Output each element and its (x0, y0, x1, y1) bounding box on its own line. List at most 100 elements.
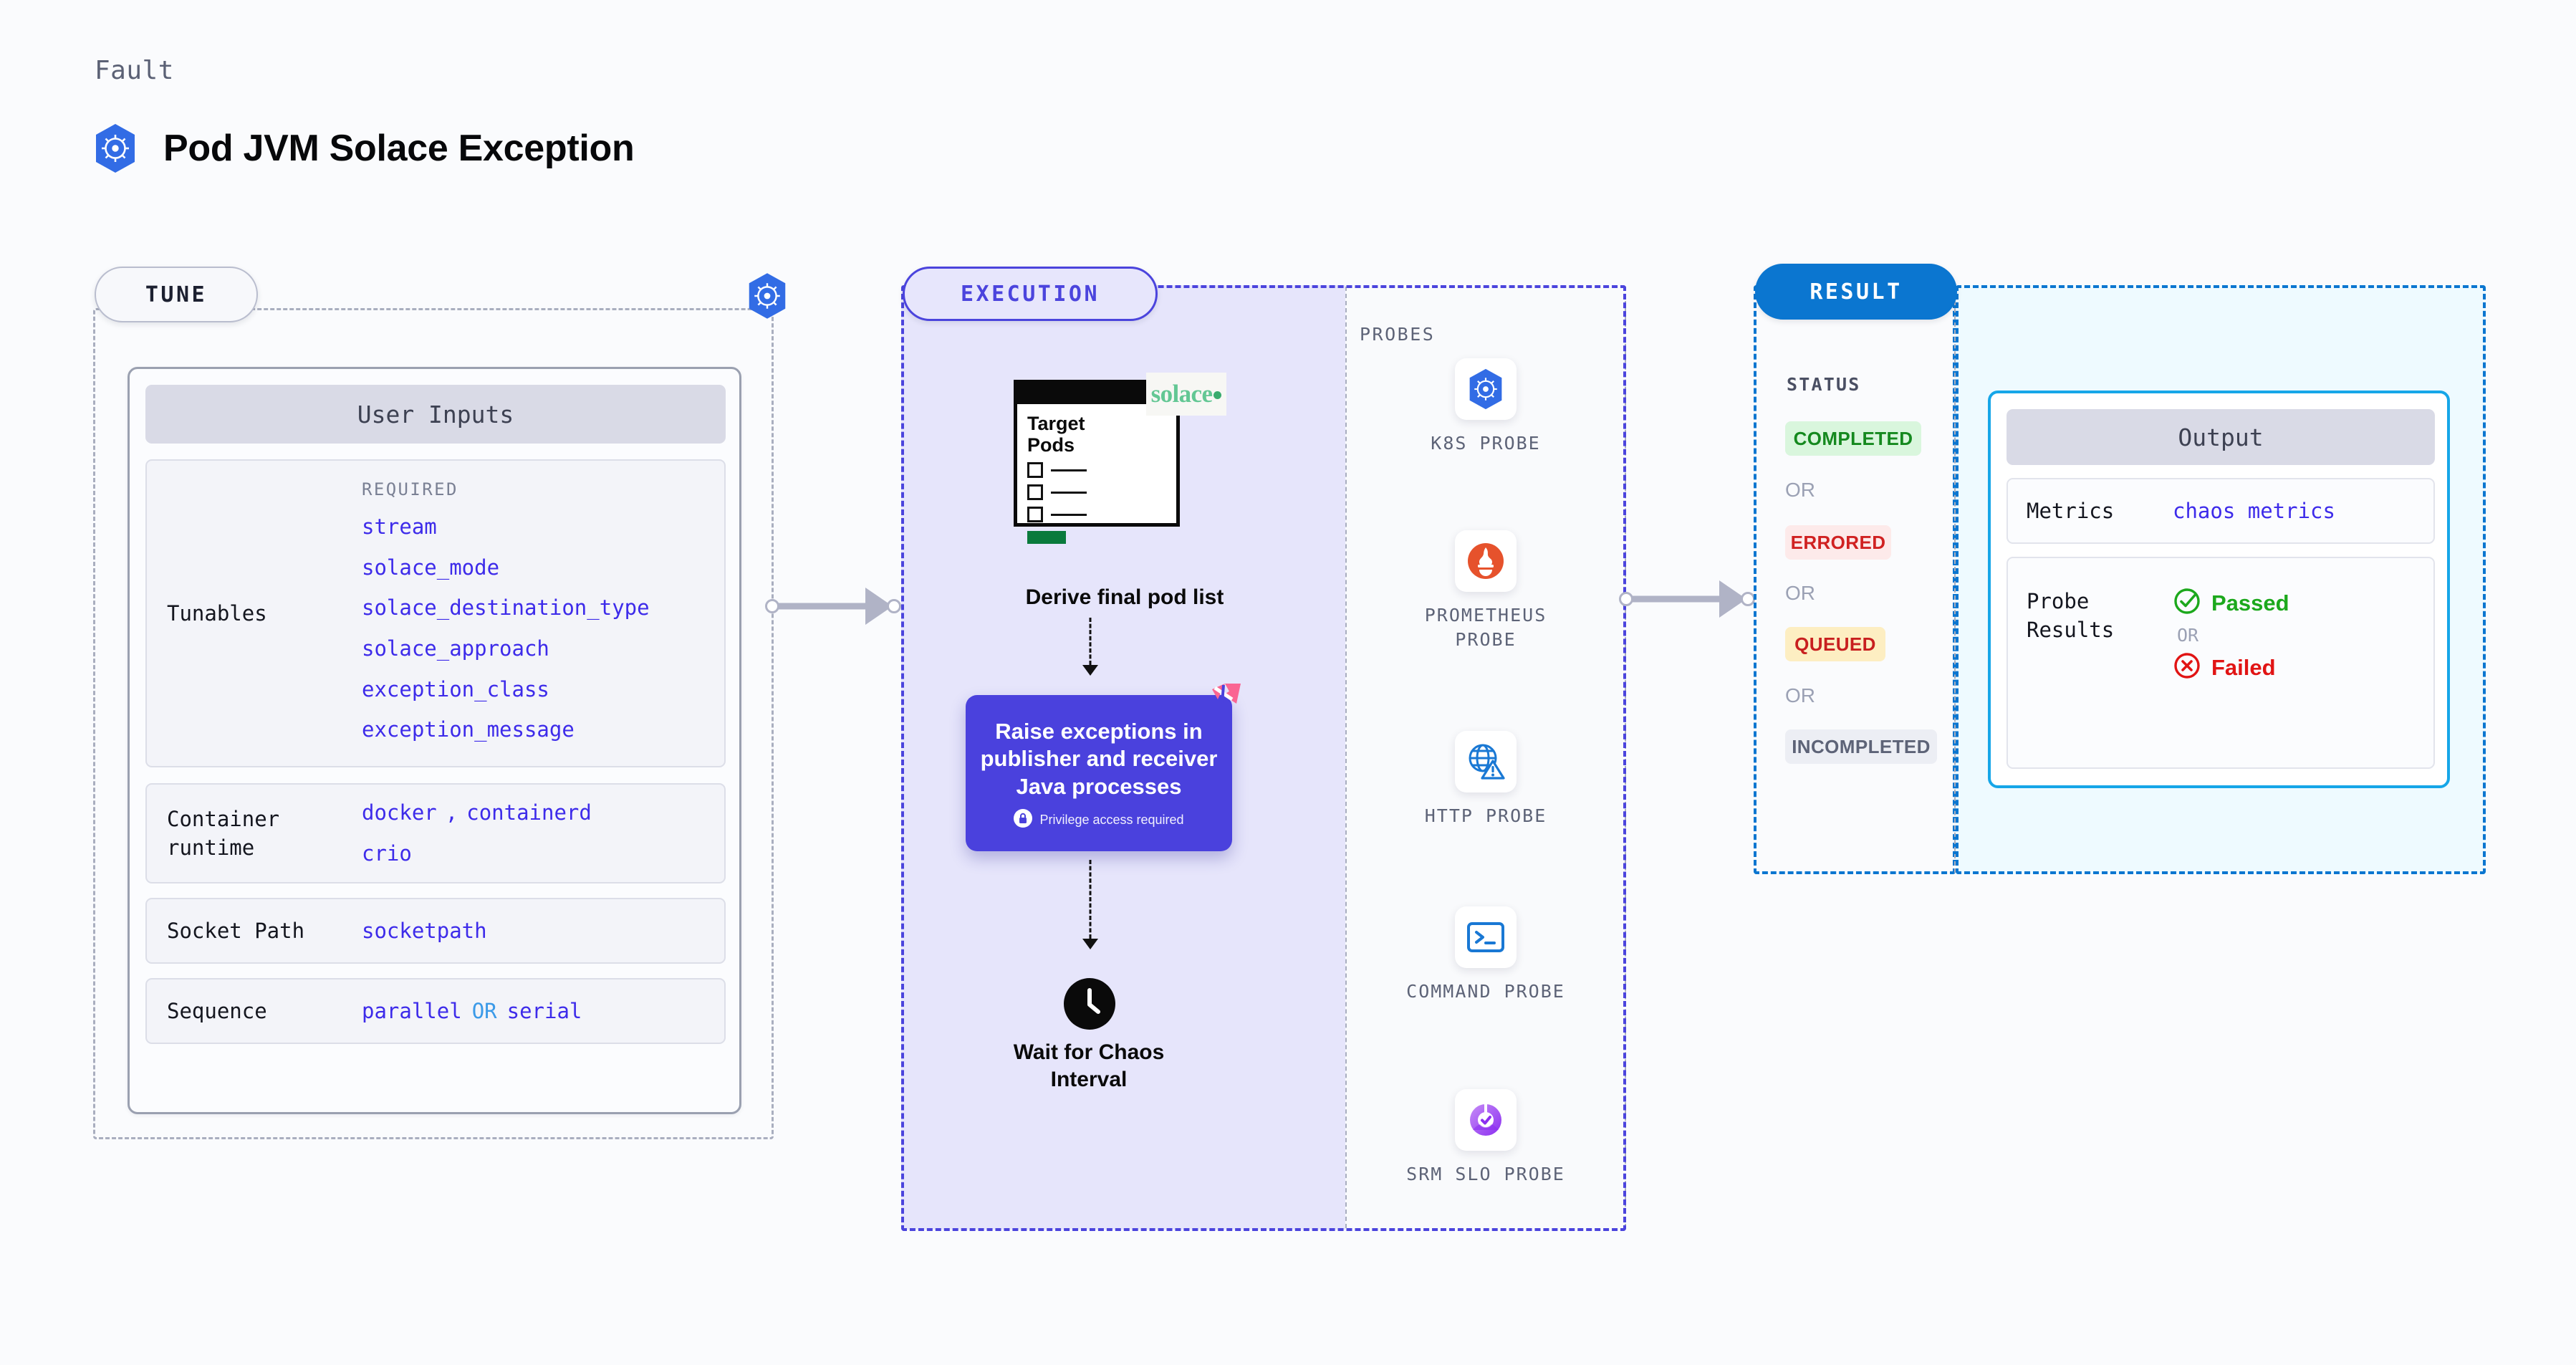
probe-k8s[interactable]: K8S PROBE (1431, 358, 1539, 456)
doc-checklist-item (1027, 507, 1176, 523)
status-or-2: OR (1785, 582, 1815, 604)
connector-step1-to-step2 (1082, 618, 1099, 679)
execution-section-boundary (901, 285, 1626, 1231)
probe-failed-label: Failed (2211, 654, 2276, 680)
raise-exceptions-title: Raise exceptions in publisher and receiv… (980, 718, 1218, 799)
container-runtime-label: Container runtime (147, 805, 362, 862)
tunables-label: Tunables (167, 600, 267, 626)
sequence-or: OR (471, 998, 497, 1023)
terminal-icon (1455, 906, 1517, 968)
result-inner-divider (1954, 287, 1956, 873)
sequence-row: Sequence parallel OR serial (145, 978, 726, 1044)
container-runtime-label-line2: runtime (167, 835, 255, 860)
probes-title: PROBES (1360, 324, 1436, 345)
socket-path-value[interactable]: socketpath (362, 918, 487, 943)
solace-brand-badge: solace (1146, 373, 1226, 416)
probe-results-label-line2: Results (2027, 618, 2115, 643)
wait-caption-line1: Wait for Chaos (1013, 1040, 1165, 1064)
solace-wordmark: solace (1150, 380, 1213, 408)
status-badge-incompleted: INCOMPLETED (1785, 729, 1937, 764)
probe-prometheus-label: PROMETHEUS PROBE (1424, 605, 1547, 650)
tunable-item[interactable]: exception_message (362, 717, 575, 742)
tunables-values: REQUIRED stream solace_mode solace_desti… (362, 476, 650, 749)
connector-execution-to-result (1619, 579, 1755, 619)
status-badge-completed: COMPLETED (1785, 421, 1921, 456)
tunables-required-header: REQUIRED (362, 479, 458, 500)
solace-dot-icon (1213, 391, 1222, 399)
kubernetes-icon (93, 123, 138, 173)
tunables-row: Tunables REQUIRED stream solace_mode sol… (145, 459, 726, 767)
sequence-label: Sequence (167, 998, 267, 1023)
probe-results-label-line1: Probe (2027, 589, 2090, 613)
result-pill: RESULT (1755, 264, 1957, 320)
wait-chaos-interval-caption: Wait for Chaos Interval (960, 1039, 1218, 1093)
probe-passed-label: Passed (2211, 590, 2289, 616)
privilege-note-text: Privilege access required (1039, 813, 1184, 828)
probe-prometheus[interactable]: PROMETHEUS PROBE (1425, 530, 1545, 652)
execution-pill: EXECUTION (903, 267, 1158, 321)
doc-checklist-item (1027, 484, 1176, 501)
container-runtime-row: Container runtime docker , containerd cr… (145, 783, 726, 883)
runtime-option-containerd[interactable]: containerd (466, 800, 592, 825)
container-runtime-values: docker , containerd crio (362, 792, 592, 873)
kubernetes-icon-tune-badge (746, 272, 788, 323)
probe-results-or: OR (2177, 625, 2199, 646)
doc-checklist-item (1027, 462, 1176, 479)
socket-path-label: Socket Path (167, 918, 305, 943)
raise-exceptions-action-card[interactable]: Raise exceptions in publisher and receiv… (966, 684, 1241, 851)
container-runtime-label-line1: Container (167, 806, 280, 831)
output-card: Output Metrics chaos metrics Probe Resul… (1988, 391, 2450, 788)
user-inputs-card: User Inputs Tunables REQUIRED stream sol… (128, 367, 741, 1114)
tune-pill: TUNE (95, 267, 258, 322)
status-badge-errored: ERRORED (1785, 525, 1891, 560)
probe-results-label: Probe Results (2008, 587, 2173, 644)
sequence-option-serial[interactable]: serial (506, 998, 582, 1023)
probe-results-values: Passed OR Failed (2173, 587, 2289, 684)
probe-srm-slo-label: SRM SLO PROBE (1406, 1164, 1565, 1184)
tunable-item[interactable]: solace_approach (362, 636, 549, 661)
metrics-value[interactable]: chaos metrics (2173, 498, 2335, 523)
runtime-option-docker[interactable]: docker (362, 800, 437, 825)
probe-command[interactable]: COMMAND PROBE (1406, 906, 1564, 1004)
probe-command-label: COMMAND PROBE (1406, 981, 1565, 1002)
socket-path-row: Socket Path socketpath (145, 898, 726, 964)
probe-results-row: Probe Results Passed OR (2007, 557, 2435, 769)
probe-result-passed: Passed (2173, 587, 2289, 619)
connector-tune-to-execution (765, 586, 901, 626)
page-eyebrow: Fault (95, 56, 174, 85)
status-or-1: OR (1785, 479, 1815, 501)
doc-title-line2: Pods (1027, 434, 1075, 456)
user-inputs-card-title: User Inputs (145, 385, 726, 444)
srm-slo-icon (1455, 1089, 1517, 1151)
wait-caption-line2: Interval (1050, 1067, 1128, 1091)
tunable-item[interactable]: stream (362, 514, 437, 540)
metrics-label: Metrics (2027, 498, 2115, 523)
tunable-item[interactable]: solace_mode (362, 555, 500, 580)
runtime-separator: , (445, 800, 458, 825)
metrics-row: Metrics chaos metrics (2007, 478, 2435, 544)
lock-icon (1014, 809, 1033, 831)
derive-pod-list-caption: Derive final pod list (1025, 585, 1224, 609)
x-circle-icon (2173, 651, 2201, 684)
status-or-3: OR (1785, 684, 1815, 707)
result-output-boundary (1956, 285, 2486, 874)
prometheus-icon (1455, 530, 1517, 592)
check-circle-icon (2173, 587, 2201, 619)
tunable-item[interactable]: solace_destination_type (362, 595, 650, 621)
connector-step2-to-step3 (1082, 860, 1099, 954)
probe-http[interactable]: HTTP PROBE (1425, 731, 1545, 828)
tune-section-boundary (93, 308, 774, 1139)
clock-icon (1064, 978, 1115, 1033)
sequence-option-parallel[interactable]: parallel (362, 998, 462, 1023)
kubernetes-icon (1455, 358, 1517, 420)
output-card-title: Output (2007, 409, 2435, 465)
probe-srm-slo[interactable]: SRM SLO PROBE (1406, 1089, 1564, 1187)
probe-result-failed: Failed (2173, 651, 2289, 684)
tunable-item[interactable]: exception_class (362, 676, 549, 701)
page-title: Pod JVM Solace Exception (163, 128, 635, 169)
page-title-row: Pod JVM Solace Exception (93, 123, 635, 173)
doc-progress-bar (1027, 531, 1066, 545)
runtime-option-crio[interactable]: crio (362, 841, 412, 866)
litmus-chaos-icon (1208, 682, 1242, 717)
doc-title-line1: Target (1027, 413, 1085, 434)
